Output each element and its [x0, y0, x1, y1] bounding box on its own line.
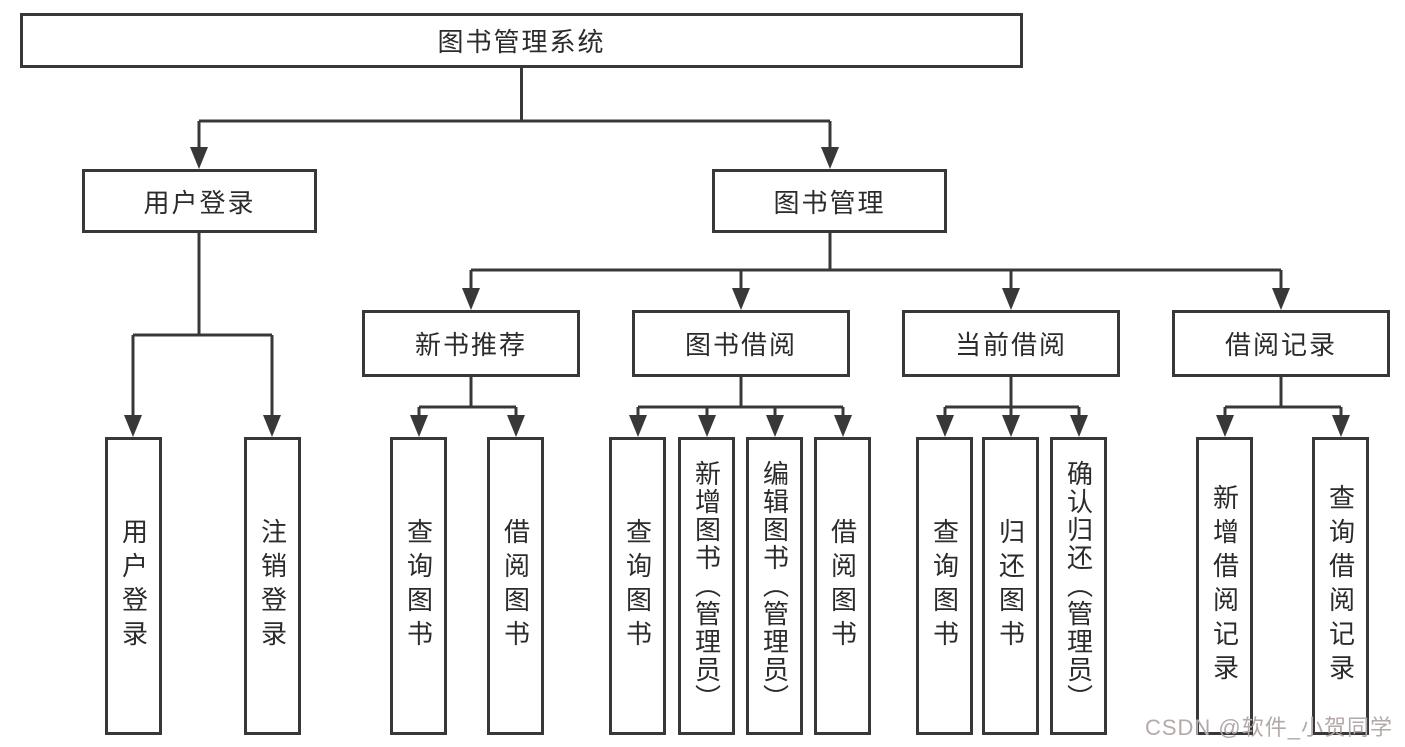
- arrow-down: [1002, 270, 1020, 310]
- node-label: 图书借阅: [684, 330, 797, 360]
- arrow-down: [1272, 270, 1290, 310]
- leaf-label: 查询图书: [929, 518, 960, 654]
- leaf-label: 查询图书: [622, 518, 653, 654]
- leaf-borrowing-borrow-books: 借阅图书: [814, 437, 871, 735]
- leaf-records-add-record: 新增借阅记录: [1196, 437, 1253, 735]
- arrow-down: [1070, 407, 1088, 437]
- connector-lines: [133, 68, 1341, 409]
- arrow-down: [263, 335, 281, 437]
- csdn-watermark: CSDN @软件_小贺同学: [1144, 715, 1393, 740]
- leaf-label: 注销登录: [257, 518, 288, 654]
- arrow-down: [821, 121, 839, 169]
- leaf-label: 归还图书: [995, 518, 1026, 654]
- node-borrowing-records: 借阅记录: [1172, 310, 1390, 377]
- arrow-down: [732, 270, 750, 310]
- leaf-borrowing-edit-books-admin: 编辑图书（管理员）: [746, 437, 803, 735]
- leaf-logout: 注销登录: [244, 437, 301, 735]
- leaf-current-confirm-return-admin: 确认归还（管理员）: [1050, 437, 1107, 735]
- leaf-recommend-query-books: 查询图书: [390, 437, 447, 735]
- node-new-book-recommend: 新书推荐: [362, 310, 580, 377]
- arrow-down: [1216, 407, 1234, 437]
- arrow-down: [507, 407, 525, 437]
- leaf-borrowing-add-books-admin: 新增图书（管理员）: [678, 437, 735, 735]
- leaf-borrowing-query-books: 查询图书: [609, 437, 666, 735]
- leaf-label: 编辑图书（管理员）: [759, 460, 790, 712]
- arrow-down: [936, 407, 954, 437]
- node-label: 图书管理系统: [437, 27, 606, 57]
- node-book-borrowing: 图书借阅: [632, 310, 850, 377]
- node-label: 新书推荐: [414, 330, 527, 360]
- leaf-label: 新增图书（管理员）: [691, 460, 722, 712]
- leaf-label: 借阅图书: [500, 518, 531, 654]
- leaf-current-return-books: 归还图书: [982, 437, 1039, 735]
- node-label: 当前借阅: [954, 330, 1067, 360]
- leaf-label: 确认归还（管理员）: [1063, 460, 1094, 712]
- node-label: 借阅记录: [1224, 330, 1337, 360]
- arrow-down: [834, 407, 852, 437]
- node-current-borrowing: 当前借阅: [902, 310, 1120, 377]
- leaf-label: 新增借阅记录: [1209, 484, 1240, 688]
- leaf-recommend-borrow-books: 借阅图书: [487, 437, 544, 735]
- leaf-user-login: 用户登录: [105, 437, 162, 735]
- arrow-down: [410, 407, 428, 437]
- node-label: 用户登录: [143, 187, 256, 218]
- arrow-down: [190, 121, 208, 169]
- node-user-login: 用户登录: [82, 169, 317, 233]
- arrow-down: [766, 407, 784, 437]
- leaf-records-query-record: 查询借阅记录: [1312, 437, 1369, 735]
- node-label: 图书管理: [773, 187, 886, 218]
- leaf-label: 查询借阅记录: [1325, 484, 1356, 688]
- leaf-label: 用户登录: [118, 518, 149, 654]
- arrow-down: [1002, 407, 1020, 437]
- leaf-label: 借阅图书: [827, 518, 858, 654]
- leaf-label: 查询图书: [403, 518, 434, 654]
- node-book-management: 图书管理: [712, 169, 947, 233]
- arrow-down: [462, 270, 480, 310]
- arrow-down: [629, 407, 647, 437]
- node-library-management-system: 图书管理系统: [20, 13, 1023, 68]
- arrow-down: [124, 335, 142, 437]
- arrow-down: [1332, 407, 1350, 437]
- arrow-down: [698, 407, 716, 437]
- leaf-current-query-books: 查询图书: [916, 437, 973, 735]
